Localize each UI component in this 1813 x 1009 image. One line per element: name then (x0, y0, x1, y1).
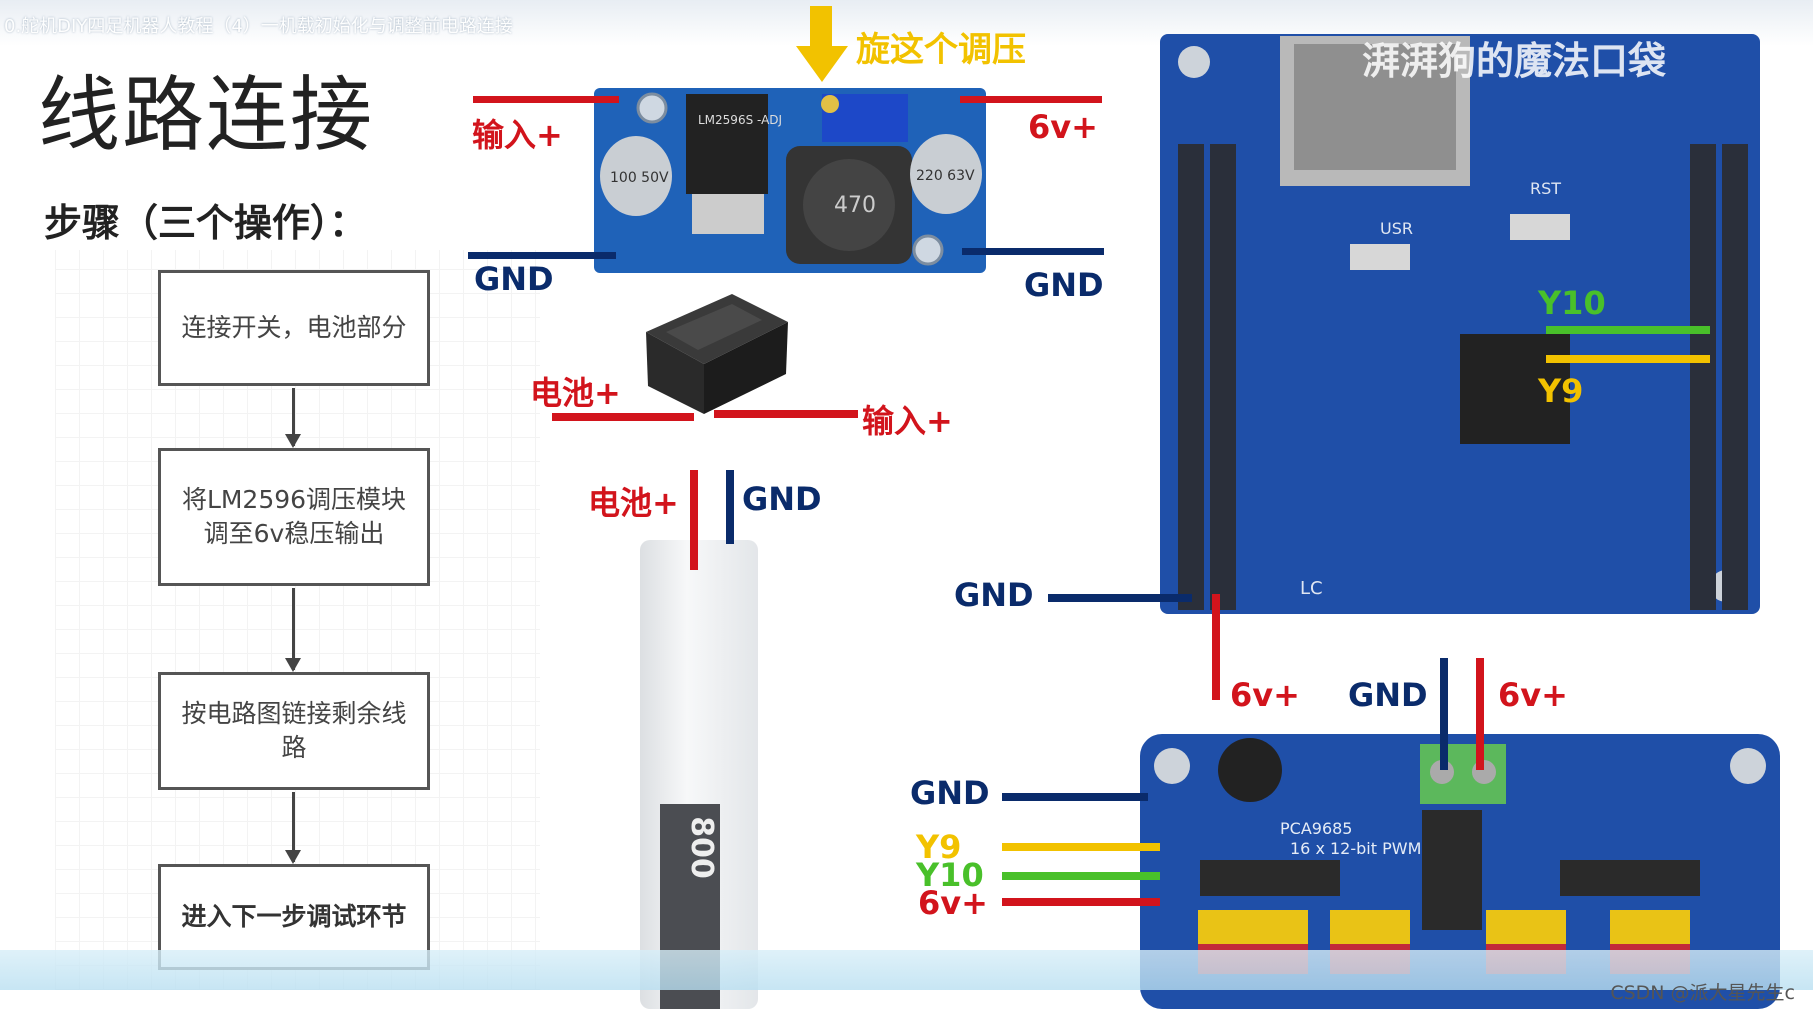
board-lc: LC (1300, 578, 1323, 599)
flow-arrow (285, 588, 301, 672)
label-y10-pca: Y10 (916, 856, 984, 894)
lm2596-chip-text: LM2596S -ADJ (698, 113, 782, 127)
label-gnd-pca-left: GND (910, 774, 990, 812)
adjust-label: 旋这个调压 (856, 30, 1026, 70)
label-6v-board: 6v+ (1230, 676, 1300, 714)
pca-desc: 16 x 12-bit PWM (1290, 839, 1421, 858)
control-board: USR RST LC (1160, 34, 1760, 614)
wire-6v-pca-left (1002, 898, 1160, 906)
label-y9-pca: Y9 (916, 828, 962, 866)
label-6v-pca-top: 6v+ (1498, 676, 1568, 714)
watermark: 湃湃狗的魔法口袋 (1362, 39, 1667, 83)
lm2596-module: LM2596S -ADJ 470 100 50V 220 63V (594, 88, 986, 273)
flow-arrow (285, 792, 301, 864)
wire-y10-board (1546, 326, 1710, 334)
flow-step-3: 按电路图链接剩余线路 (158, 672, 430, 790)
flow-step-1: 连接开关，电池部分 (158, 270, 430, 386)
wire-y9-board (1546, 355, 1710, 363)
steps-title: 步骤（三个操作）： (44, 201, 368, 245)
credit: CSDN @派大星先生c (1610, 982, 1795, 1004)
pca-name: PCA9685 (1280, 819, 1352, 838)
board-rst: RST (1530, 179, 1561, 198)
wire-battery-plus (690, 470, 698, 570)
label-battery-plus-switch: 电池+ (530, 374, 621, 412)
board-usr: USR (1380, 219, 1413, 238)
label-gnd-right-top: GND (1024, 266, 1104, 304)
inductor-text: 470 (834, 193, 876, 218)
label-battery-gnd: GND (742, 480, 822, 518)
label-input-plus-top: 输入+ (472, 116, 563, 154)
wire-6v-out (960, 96, 1102, 103)
wire-battery-plus-switch (552, 413, 694, 421)
wire-6v-pca (1476, 658, 1484, 770)
adjust-arrow (796, 6, 848, 82)
wire-gnd-in (468, 252, 616, 259)
page-title: 线路连接 (38, 68, 375, 163)
wire-battery-gnd (726, 470, 734, 544)
label-battery-plus: 电池+ (588, 484, 679, 522)
cap-right-text: 220 63V (916, 168, 975, 184)
wire-gnd-board (1048, 594, 1192, 602)
wire-input-plus (473, 96, 619, 103)
wire-gnd-pca-left (1002, 793, 1148, 801)
video-title-bar: 0.舵机DIY四足机器人教程（4）一机载初始化与调整前电路连接 (0, 0, 1813, 46)
bottom-wave-overlay (0, 950, 1813, 990)
video-title: 0.舵机DIY四足机器人教程（4）一机载初始化与调整前电路连接 (4, 16, 513, 37)
label-y10-board: Y10 (1538, 284, 1606, 322)
wire-y9-pca (1002, 843, 1160, 851)
flow-step-2: 将LM2596调压模块调至6v稳压输出 (158, 448, 430, 586)
label-y9-board: Y9 (1538, 372, 1584, 410)
label-gnd-board: GND (954, 576, 1034, 614)
wire-input-plus-switch (714, 410, 858, 418)
wire-y10-pca (1002, 872, 1160, 880)
battery-text: 800 (683, 816, 719, 879)
wire-gnd-pca (1440, 658, 1448, 770)
cap-left-text: 100 50V (610, 170, 669, 186)
label-input-plus-switch: 输入+ (862, 402, 953, 440)
flow-arrow (285, 388, 301, 448)
rocker-switch (646, 294, 788, 414)
label-gnd-left-top: GND (474, 260, 554, 298)
label-gnd-pca-top: GND (1348, 676, 1428, 714)
label-6v-top: 6v+ (1028, 108, 1098, 146)
wire-6v-board (1212, 594, 1220, 700)
wire-gnd-out (962, 248, 1104, 255)
label-6v-pca-left: 6v+ (918, 884, 988, 922)
